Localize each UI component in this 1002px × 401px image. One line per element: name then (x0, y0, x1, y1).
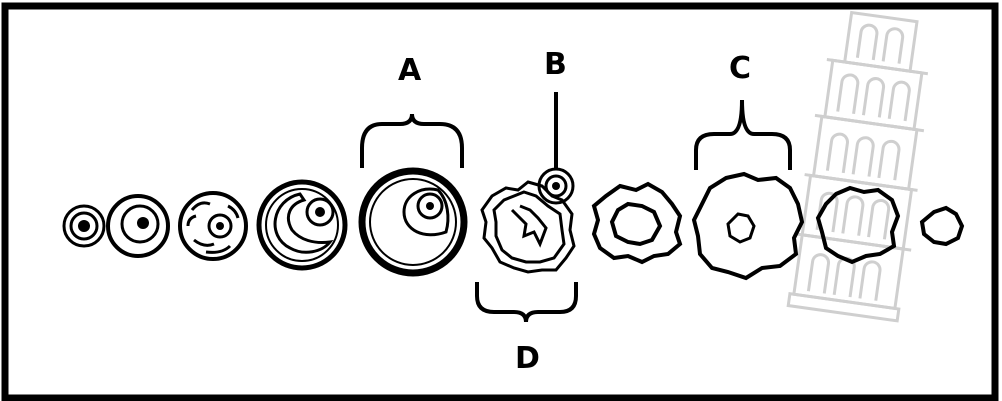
follicle-graafian (362, 171, 464, 273)
leaning-tower-of-pisa-icon (784, 9, 942, 322)
bracket-a (362, 114, 462, 168)
follicle-secondary (180, 193, 246, 259)
corpus-albicans (922, 208, 962, 244)
corpus-luteum (694, 174, 802, 278)
label-d: D (515, 341, 540, 376)
bracket-d (477, 282, 576, 322)
follicle-primary (108, 196, 168, 256)
corpus-luteum-early (594, 184, 680, 262)
follicle-early-antral (259, 182, 345, 268)
label-b: B (544, 47, 567, 82)
follicle-primordial (64, 206, 104, 246)
label-c: C (729, 51, 751, 86)
label-a: A (398, 53, 422, 88)
bracket-c (696, 100, 790, 170)
